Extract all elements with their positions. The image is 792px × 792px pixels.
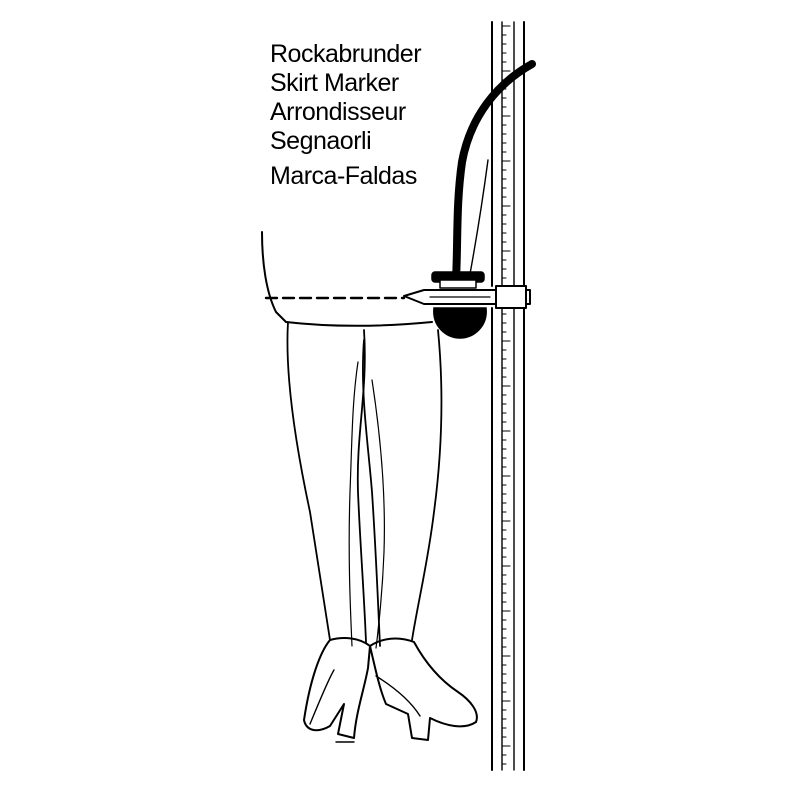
squeeze-bulb-icon	[433, 307, 487, 339]
product-name-italian: Segnaorli	[270, 127, 372, 155]
left-stocking-seam	[348, 361, 359, 647]
skirt-outline	[261, 231, 433, 327]
product-name-spanish: Marca-Faldas	[270, 162, 417, 190]
measuring-stand	[491, 21, 525, 771]
product-name-german: Rockabrunder	[270, 40, 422, 68]
marker-clamp	[403, 285, 531, 309]
right-shoe	[369, 637, 478, 741]
right-stocking-seam	[371, 379, 385, 649]
product-name-french: Arrondisseur	[270, 98, 406, 126]
right-leg-outline	[411, 329, 443, 641]
left-leg-outline	[286, 321, 331, 641]
product-name-list: Rockabrunder Skirt Marker Arrondisseur S…	[270, 40, 500, 191]
left-shoe	[303, 637, 371, 739]
product-name-english: Skirt Marker	[270, 69, 399, 97]
measuring-scale-ticks	[501, 25, 511, 765]
bulb-hose	[452, 60, 536, 284]
